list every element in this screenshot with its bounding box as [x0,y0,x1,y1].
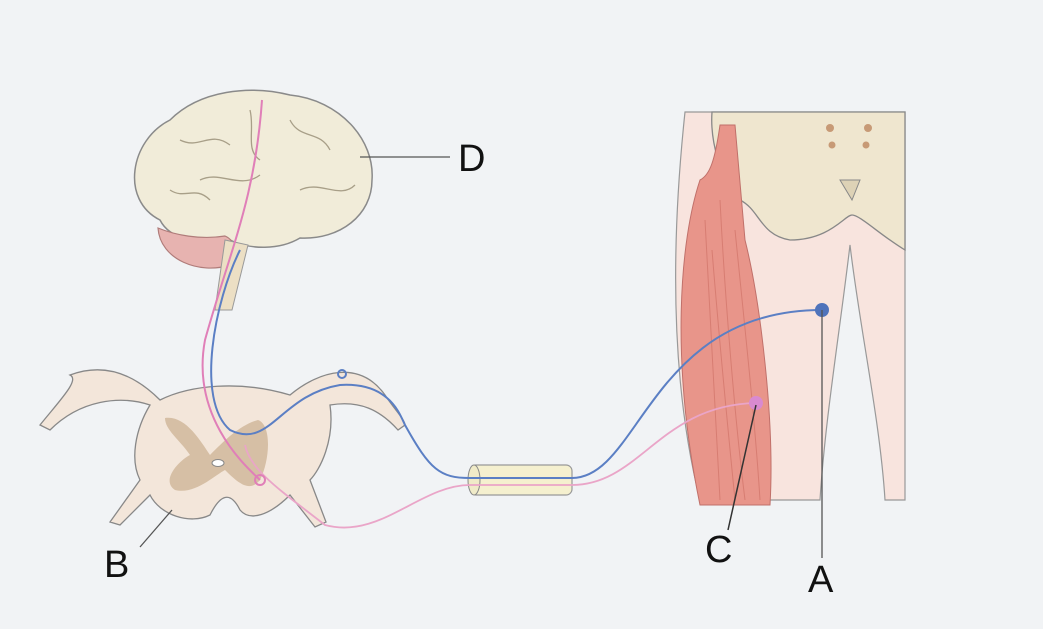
effector-marker-c [749,396,763,410]
brain [133,89,373,311]
label-d: D [458,138,486,180]
label-a: A [808,559,834,601]
leader-line-c [727,404,757,531]
motor-descending-pathway [201,99,263,481]
nerve-bundle [467,464,573,496]
label-b: B [104,544,130,586]
motor-neuron-path [244,402,757,529]
dorsal-root-ganglion-cell [337,369,347,379]
spinal-cord-section [38,369,406,528]
leader-line-b [139,509,173,548]
thigh-and-pelvis [674,111,906,506]
label-c: C [705,529,733,571]
motor-neuron-cell-body [254,474,266,486]
sensory-neuron-path [210,249,823,479]
